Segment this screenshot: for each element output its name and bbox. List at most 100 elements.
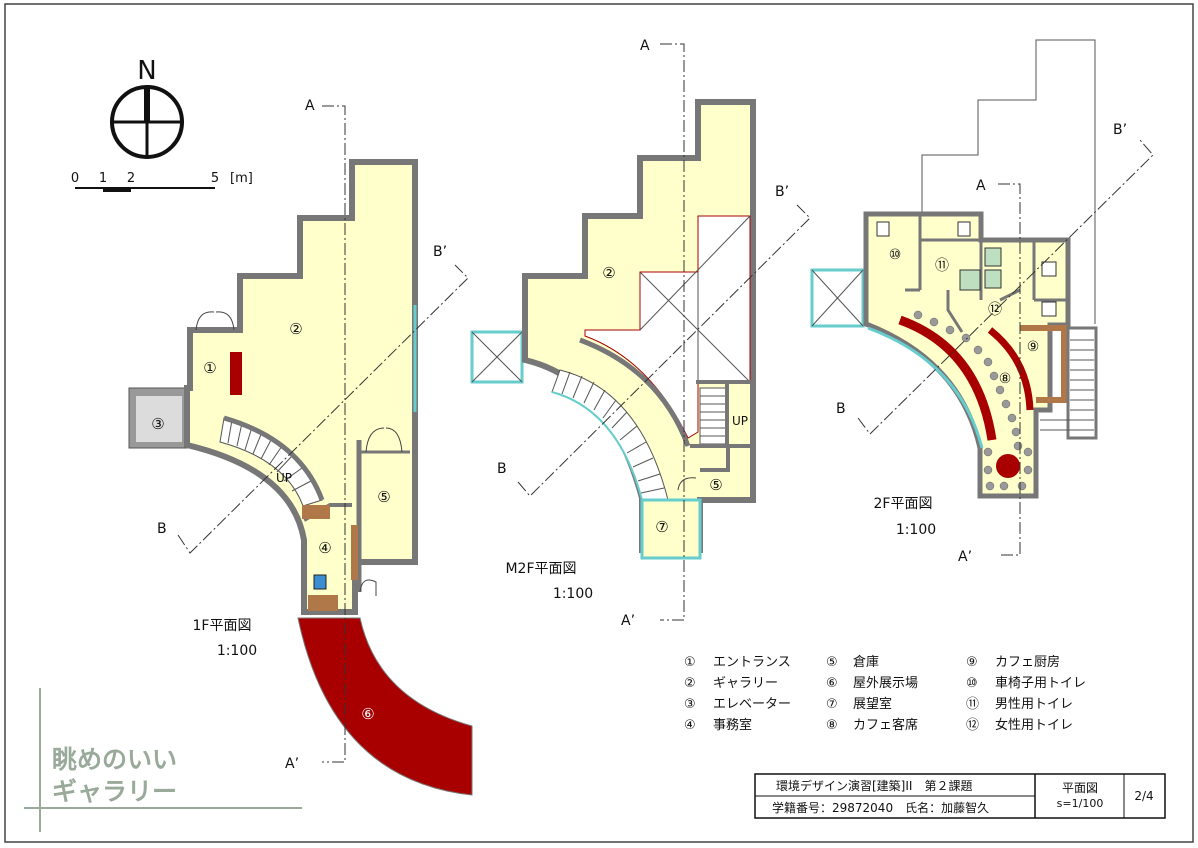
floor2-stair-treads — [1040, 339, 1094, 431]
floor2-toilet-walls — [905, 214, 1068, 302]
floor2-section-a — [998, 183, 1021, 556]
floor1-office-door — [359, 579, 377, 596]
floorM2-section-a-label: A — [640, 38, 650, 54]
floor2-room-10: ⑩ — [889, 247, 902, 263]
floor2-counter-outer — [898, 315, 997, 441]
floor2-section-b-label: B — [836, 401, 846, 417]
floorM2-observation-room — [640, 498, 702, 560]
compass-north-label: N — [137, 56, 156, 86]
floorM2-title: M2F平面図 — [505, 561, 576, 577]
floor2-toilet-fixture-1 — [876, 221, 890, 237]
floor1-room-3: ③ — [151, 415, 164, 433]
floor2-plan: ⑩ ⑪ ⑫ ⑧ ⑨ A A’ B B’ 2F平面図 1:100 — [810, 39, 1154, 565]
floor2-section-a-label: A — [976, 178, 986, 194]
floor1-stair-treads — [227, 419, 312, 492]
floor2-stair — [1066, 326, 1098, 440]
sheet-border — [4, 3, 1194, 843]
floor2-room-9: ⑨ — [1027, 339, 1040, 355]
legend-label-11: 男性用トイレ — [995, 697, 1073, 712]
legend-num-1: ① — [684, 655, 696, 670]
legend-label-9: カフェ厨房 — [995, 654, 1060, 670]
floor1-up-label: UP — [276, 471, 292, 485]
floor2-glass-curve — [867, 326, 984, 449]
legend-num-11: ⑪ — [966, 697, 979, 712]
floor1-outdoor-exhibit — [297, 617, 473, 796]
floor2-roof-outline — [921, 39, 1096, 324]
floor1-floor — [184, 159, 418, 615]
legend: ① エントランス ② ギャラリー ③ エレベーター ④ 事務室 ⑤ 倉庫 ⑥ 屋… — [684, 654, 1086, 733]
legend-num-12: ⑫ — [966, 718, 979, 733]
floorM2-curved-wall — [579, 337, 691, 447]
floorM2-plan: UP ② ⑤ ⑦ A A’ B B’ M2F平面図 1:100 — [470, 38, 811, 629]
floorM2-room-2: ② — [602, 264, 615, 282]
floorM2-section-a — [660, 43, 685, 621]
floor1-scale: 1:100 — [217, 643, 257, 659]
floor1-section-b-prime-label: B’ — [433, 244, 447, 260]
floor2-sink-2 — [984, 247, 1002, 267]
floor2-balcony — [810, 268, 865, 328]
floor1-title: 1F平面図 — [193, 618, 252, 634]
floor1-reception-counter — [230, 352, 242, 395]
floorM2-glass-curve — [551, 391, 643, 501]
floor2-round-table — [996, 454, 1020, 478]
floor2-toilet-fixture-3 — [1041, 261, 1057, 277]
floor1-section-a — [322, 105, 346, 763]
floor1-section-a-prime-label: A’ — [285, 756, 299, 772]
legend-label-8: カフェ客席 — [853, 717, 918, 733]
title-block-student: 学籍番号：29872040 氏名：加藤智久 — [772, 800, 989, 815]
legend-num-6: ⑥ — [826, 676, 838, 691]
legend-label-10: 車椅子用トイレ — [995, 676, 1086, 691]
title-block-drawing: 平面図 — [1062, 781, 1098, 795]
project-title-line1: 眺めのいい — [52, 745, 177, 774]
floor2-section-b — [857, 139, 1154, 435]
legend-num-8: ⑧ — [826, 718, 838, 733]
floor2-room-11: ⑪ — [935, 258, 949, 274]
floor1-room-1: ① — [203, 359, 216, 377]
floor2-counter-inner — [987, 327, 1034, 411]
floor2-section-a-prime-label: A’ — [958, 549, 972, 565]
legend-num-5: ⑤ — [826, 655, 838, 670]
legend-label-2: ギャラリー — [713, 676, 778, 691]
floor1-curved-wall — [223, 415, 325, 501]
floorM2-section-b-prime-label: B’ — [775, 184, 789, 200]
floor2-section-b-prime-label: B’ — [1113, 122, 1127, 138]
legend-num-2: ② — [684, 676, 696, 691]
floor1-storage-door — [365, 427, 403, 453]
project-title-line2: ギャラリー — [52, 777, 177, 806]
floor2-sink-1 — [959, 269, 981, 291]
legend-label-6: 屋外展示場 — [853, 676, 918, 691]
scale-bar: 0 1 2 5 [m] — [71, 171, 253, 192]
floor1-elevator-shaft — [136, 396, 182, 442]
floorM2-up-label: UP — [732, 414, 748, 428]
title-block-page: 2/4 — [1134, 789, 1153, 803]
scale-tick-5: 5 — [211, 171, 219, 186]
scale-segment — [103, 188, 131, 192]
floor1-section-b — [177, 264, 469, 554]
floorM2-stair-wall — [690, 380, 754, 448]
project-title: 眺めのいい ギャラリー — [24, 688, 302, 832]
compass: N — [110, 56, 184, 159]
legend-num-3: ③ — [684, 697, 696, 712]
floor1-desk-3 — [308, 595, 338, 611]
floor1-desk-1 — [302, 505, 330, 519]
title-block-course: 環境デザイン演習[建築]II 第２課題 — [776, 778, 972, 793]
floor1-room-5: ⑤ — [377, 488, 390, 506]
floor1-room-6: ⑥ — [361, 705, 374, 723]
legend-label-5: 倉庫 — [853, 655, 879, 670]
floor2-toilet-fixture-4 — [1041, 301, 1057, 317]
floor1-room-4: ④ — [318, 539, 331, 557]
legend-num-9: ⑨ — [966, 655, 978, 670]
floor1-desk-2 — [351, 525, 358, 580]
scale-tick-0: 0 — [71, 171, 79, 186]
floor2-room-8: ⑧ — [999, 371, 1012, 387]
floor2-partition — [946, 288, 1021, 333]
legend-label-12: 女性用トイレ — [995, 717, 1073, 733]
floor1-section-b-label: B — [157, 521, 167, 537]
floor1-cabinet — [313, 574, 327, 590]
legend-label-4: 事務室 — [713, 717, 752, 733]
floorM2-section-a-prime-label: A’ — [621, 613, 635, 629]
floorM2-storage-wall — [700, 446, 730, 472]
legend-num-7: ⑦ — [826, 697, 838, 712]
floor2-sink-3 — [984, 269, 1002, 289]
